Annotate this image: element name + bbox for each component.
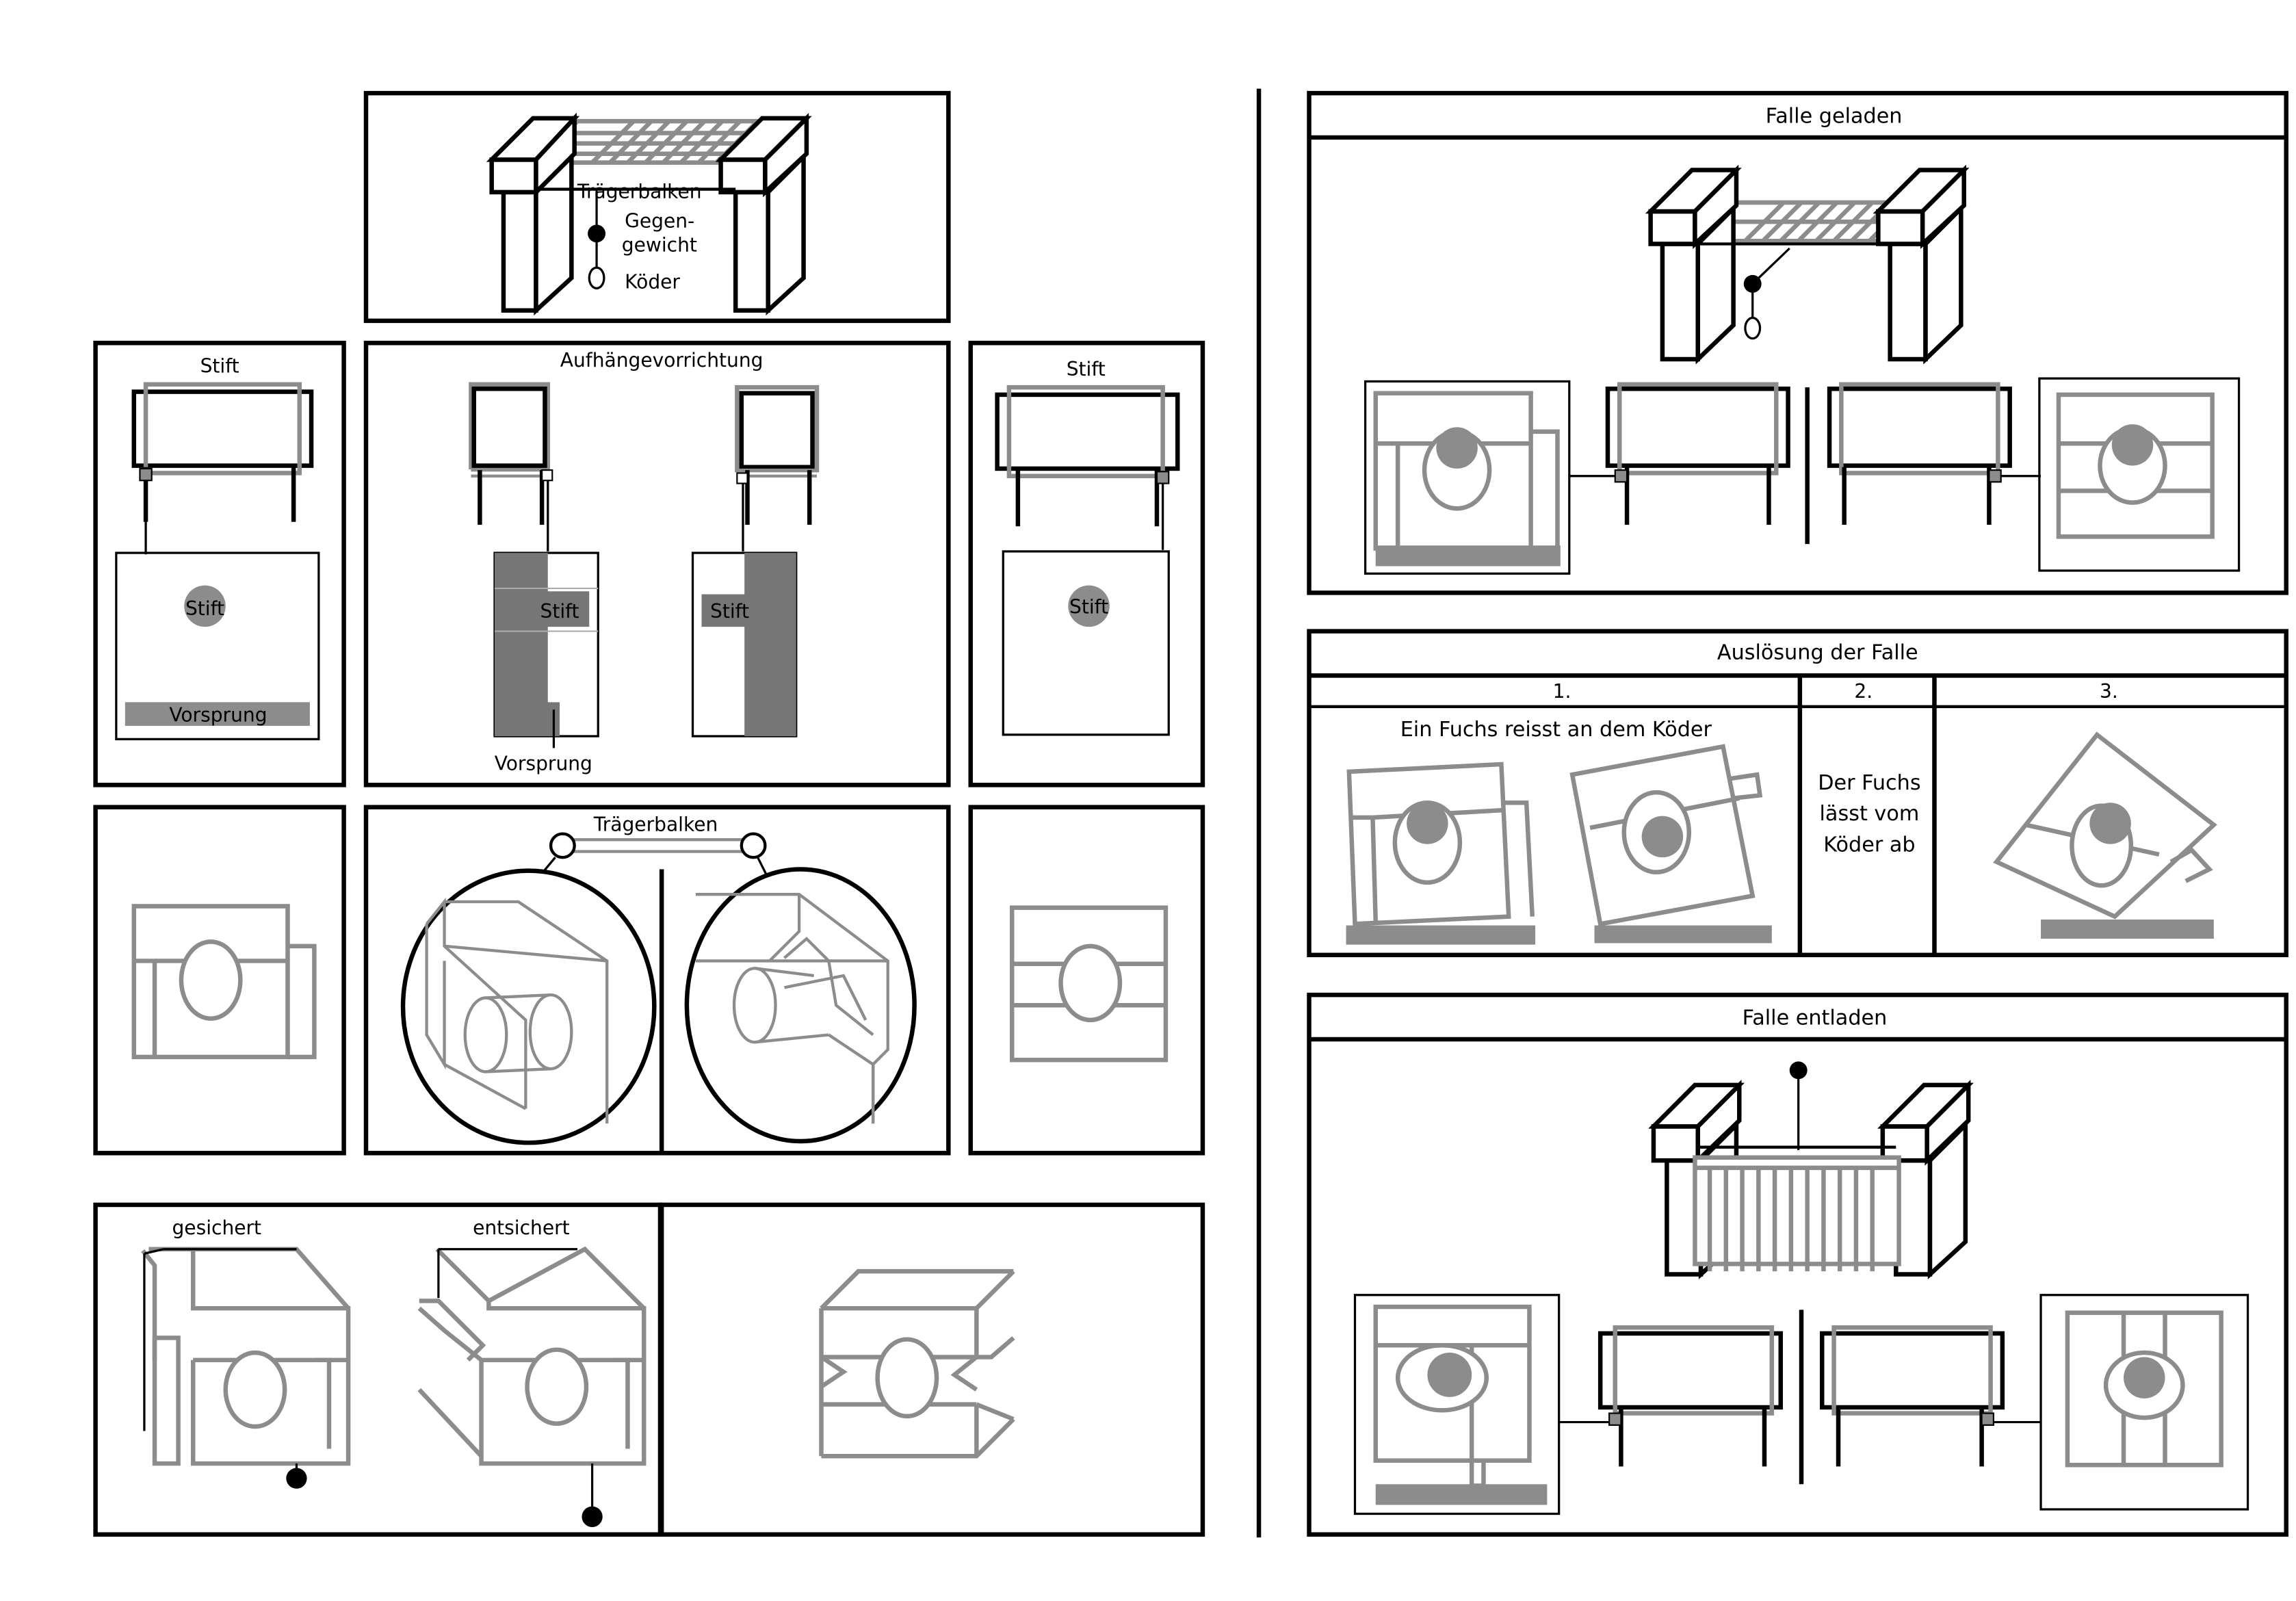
- stift-left-title: Stift: [200, 354, 239, 377]
- ausloesung-title: Auslösung der Falle: [1717, 641, 1918, 665]
- bearing-right-panel: [971, 807, 1203, 1154]
- counterweight-icon: [588, 224, 605, 242]
- step-2-line-3: Köder ab: [1823, 833, 1915, 857]
- ausloesung-panel: Auslösung der Falle 1. 2. 3. Ein Fuchs r…: [1309, 632, 2286, 955]
- falle-entladen-panel: Falle entladen: [1309, 995, 2286, 1535]
- step-2-line-2: lässt vom: [1820, 802, 1920, 826]
- label-gegengewicht-1: Gegen-: [625, 210, 694, 233]
- falle-geladen-panel: Falle geladen: [1309, 93, 2286, 593]
- closed-bearing-panel: [662, 1205, 1203, 1535]
- traeger-detail-panel: Trägerbalken: [366, 807, 948, 1154]
- label-entsichert: entsichert: [473, 1216, 570, 1239]
- aufhaenge-stift-a: Stift: [540, 600, 579, 623]
- stift-left-panel: Stift Stift Vorsprung: [96, 343, 344, 785]
- step-1-label: 1.: [1553, 680, 1571, 703]
- stift-left-pin-label: Stift: [185, 597, 224, 620]
- step-3-label: 3.: [2100, 680, 2118, 703]
- aufhaenge-stift-b: Stift: [710, 600, 749, 623]
- stift-right-pin-label: Stift: [1069, 596, 1108, 619]
- stift-right-panel: Stift Stift: [971, 343, 1203, 785]
- trap-post-left: [492, 118, 575, 311]
- falle-entladen-title: Falle entladen: [1743, 1006, 1888, 1030]
- aufhaenge-panel: Aufhängevorrichtung Stift Vorsprung Stif…: [366, 343, 948, 785]
- label-traegerbalken-top: Trägerbalken: [577, 181, 702, 203]
- aufhaenge-vorsprung: Vorsprung: [495, 753, 592, 775]
- aufhaenge-title: Aufhängevorrichtung: [560, 349, 764, 372]
- stift-right-title: Stift: [1067, 358, 1106, 380]
- stift-left-vorsprung-label: Vorsprung: [169, 703, 267, 726]
- bearing-left-panel: [96, 807, 344, 1154]
- step-2-line-1: Der Fuchs: [1818, 771, 1920, 795]
- traeger-detail-title: Trägerbalken: [593, 813, 718, 835]
- bait-icon: [589, 268, 604, 288]
- label-gegengewicht-2: gewicht: [622, 233, 697, 256]
- step-1-text: Ein Fuchs reisst an dem Köder: [1400, 718, 1712, 742]
- falle-geladen-title: Falle geladen: [1766, 104, 1903, 128]
- step-2-label: 2.: [1854, 680, 1873, 703]
- label-koeder-top: Köder: [625, 270, 680, 293]
- overview-panel: Trägerbalken Gegen- gewicht Köder: [366, 93, 948, 321]
- lock-states-panel: gesichert entsichert: [96, 1205, 660, 1535]
- trap-post-right: [721, 118, 807, 311]
- label-gesichert: gesichert: [172, 1216, 261, 1239]
